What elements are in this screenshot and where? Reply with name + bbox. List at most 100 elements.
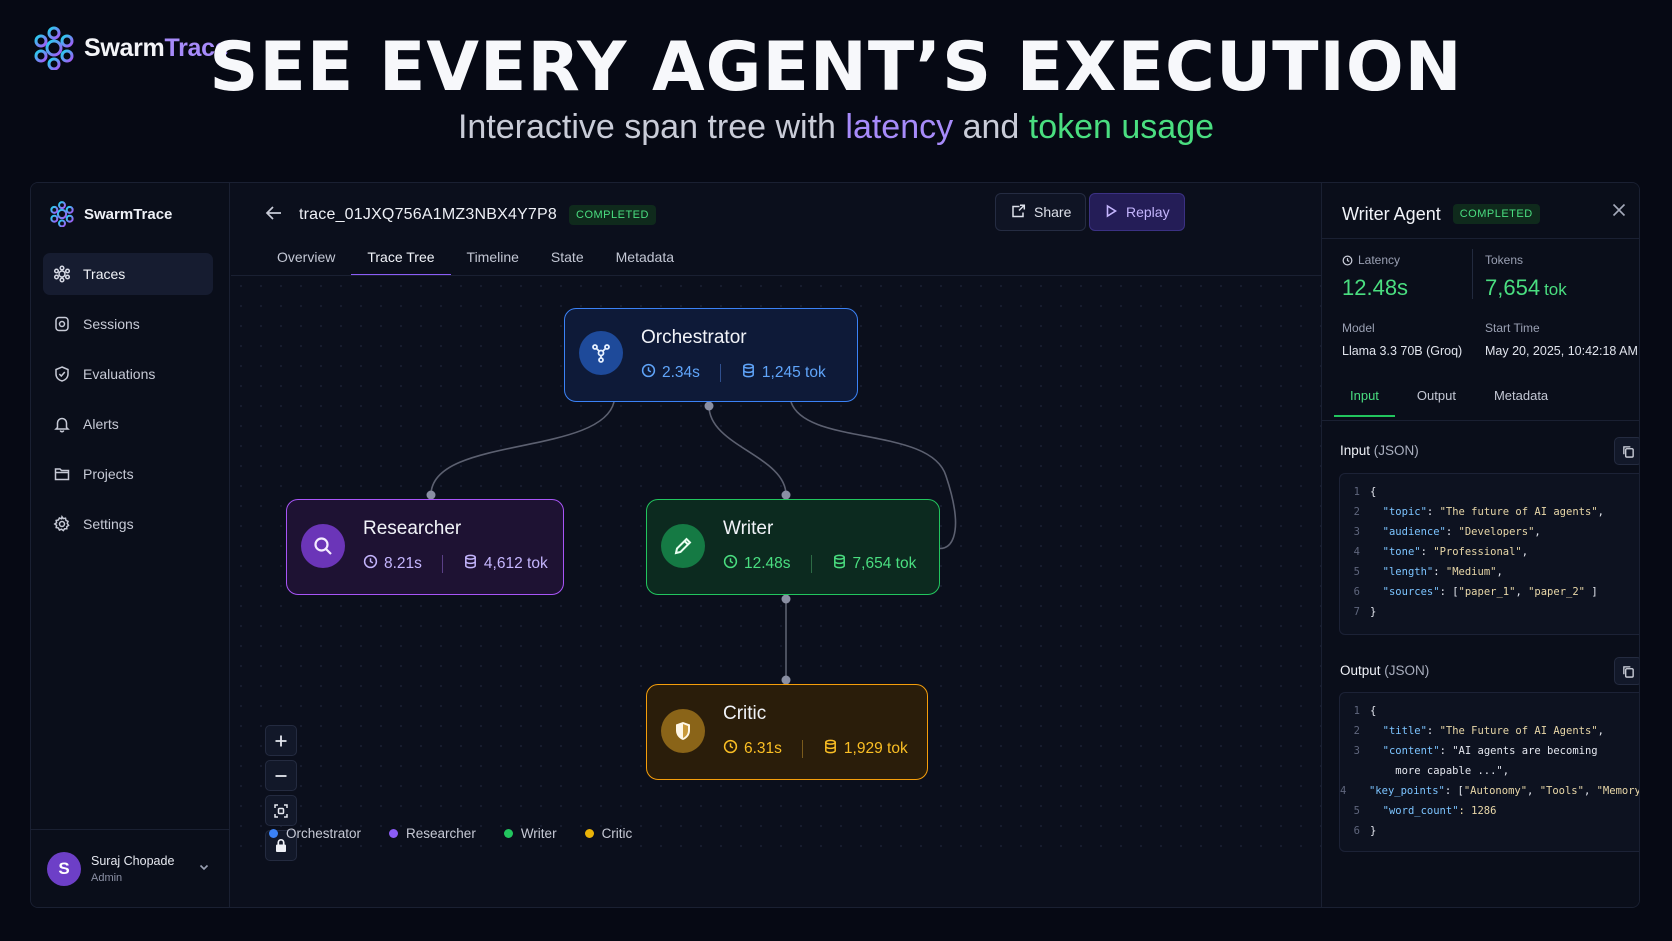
legend-dot [269,829,278,838]
line-number: 3 [1353,526,1360,538]
app-window: SwarmTrace Traces Sessions Evaluations [30,182,1640,908]
node-tokens: 1,929 tok [843,740,908,757]
traces-icon [53,265,71,283]
line-text: "length": "Medium", [1382,566,1503,578]
sidebar-item-label: Alerts [83,416,119,432]
tab-input[interactable]: Input [1334,379,1395,417]
sidebar-item-settings[interactable]: Settings [43,503,213,545]
node-metrics: 12.48s 7,654 tok [723,554,916,574]
sessions-icon [53,315,71,333]
edge-port [781,490,791,500]
line-number: 5 [1353,566,1360,578]
clock-icon [723,554,738,574]
tokens-unit: tok [1544,280,1567,299]
edge-orchestrator-researcher [430,401,615,496]
latency-stat: Latency 12.48s [1342,253,1408,301]
trace-tree-canvas[interactable]: Orchestrator 2.34s 1,245 tok Researcher [231,276,1321,856]
line-text: "title": "The Future of AI Agents", [1382,725,1604,737]
copy-output-button[interactable] [1614,657,1639,685]
edge-orchestrator-writer [708,405,787,496]
latency-label-text: Latency [1358,253,1401,267]
line-text: "tone": "Professional", [1382,546,1529,558]
user-profile[interactable]: S Suraj Chopade Admin [31,829,229,907]
code-line: 3 "audience": "Developers", [1340,522,1639,542]
start-time-stat: Start Time May 20, 2025, 10:42:18 AM [1485,321,1638,358]
chevron-down-icon[interactable] [198,860,210,878]
tab-overview[interactable]: Overview [277,249,336,265]
hero-sub-tokens: token usage [1028,108,1215,146]
back-arrow-icon[interactable] [265,204,287,227]
node-title: Orchestrator [641,327,747,348]
node-writer[interactable]: Writer 12.48s 7,654 tok [646,499,940,595]
zoom-out-button[interactable] [265,760,297,791]
line-text: } [1370,825,1377,837]
trace-header: trace_01JXQ756A1MZ3NBX4Y7P8 COMPLETED [265,199,656,231]
share-label: Share [1034,204,1072,220]
legend-dot [389,829,399,838]
line-number: 6 [1353,825,1360,837]
sidebar-item-label: Evaluations [83,366,156,382]
zoom-in-button[interactable] [265,725,297,756]
hero-brand: SwarmTrace [32,26,229,70]
hero-subtitle: Interactive span tree with latency and t… [0,108,1672,147]
hero-sub-pre: Interactive span tree with [457,108,846,146]
tree-edges [426,401,957,685]
line-number: 2 [1353,725,1360,737]
tab-metadata[interactable]: Metadata [615,249,674,265]
sidebar-item-projects[interactable]: Projects [43,453,213,495]
database-icon [741,363,756,383]
line-number: 7 [1353,606,1360,618]
close-icon[interactable] [1612,201,1626,222]
input-suffix: (JSON) [1370,443,1419,458]
node-latency: 6.31s [744,740,782,757]
sidebar-nav: Traces Sessions Evaluations Alerts [43,253,213,553]
swarmtrace-logo-icon [34,26,74,70]
sidebar-brand[interactable]: SwarmTrace [49,201,172,227]
evaluations-icon [53,365,71,383]
sidebar-item-traces[interactable]: Traces [43,253,213,295]
sidebar-item-alerts[interactable]: Alerts [43,403,213,445]
edge-port [781,594,791,604]
node-title: Researcher [363,518,462,539]
node-researcher[interactable]: Researcher 8.21s 4,612 tok [286,499,564,595]
sidebar-item-sessions[interactable]: Sessions [43,303,213,345]
database-icon [832,554,847,574]
line-number: 6 [1353,586,1360,598]
code-line: 5 "length": "Medium", [1340,562,1639,582]
tab-output[interactable]: Output [1416,387,1456,403]
database-icon [463,554,478,574]
legend-item-researcher: Researcher [389,826,476,841]
fit-view-button[interactable] [265,795,297,826]
node-orchestrator[interactable]: Orchestrator 2.34s 1,245 tok [564,308,858,402]
gear-icon [53,515,71,533]
panel-divider [1322,238,1639,239]
replay-button[interactable]: Replay [1089,193,1185,231]
clock-icon [641,363,656,383]
start-time-value: May 20, 2025, 10:42:18 AM [1485,344,1638,358]
copy-input-button[interactable] [1614,437,1639,465]
user-names: Suraj Chopade Admin [91,854,174,884]
legend: Orchestrator Researcher Writer Critic [269,826,632,841]
copy-icon [1622,445,1634,458]
sidebar-item-evaluations[interactable]: Evaluations [43,353,213,395]
node-metrics: 8.21s 4,612 tok [363,554,548,574]
latency-value: 12.48s [1342,275,1409,300]
input-title: Input [1340,443,1371,458]
hero-sub-and: and [953,108,1029,146]
tab-panel-metadata[interactable]: Metadata [1493,387,1549,403]
tab-state[interactable]: State [550,249,584,265]
tab-timeline[interactable]: Timeline [466,249,519,265]
line-text: "word_count": 1286 [1382,805,1497,817]
hero-sub-latency: latency [845,108,954,146]
code-line: 5 "word_count": 1286 [1340,801,1639,821]
share-button[interactable]: Share [995,193,1087,231]
fit-view-icon [274,803,288,818]
node-metrics: 2.34s 1,245 tok [641,363,826,383]
node-critic[interactable]: Critic 6.31s 1,929 tok [646,684,928,780]
tokens-value: 7,654 [1485,275,1541,300]
tab-trace-tree[interactable]: Trace Tree [351,239,451,276]
sidebar-item-label: Traces [83,266,126,282]
node-tokens: 7,654 tok [852,555,917,572]
trace-tabs: Overview Trace Tree Timeline State Metad… [261,239,690,276]
minus-icon [275,774,287,777]
